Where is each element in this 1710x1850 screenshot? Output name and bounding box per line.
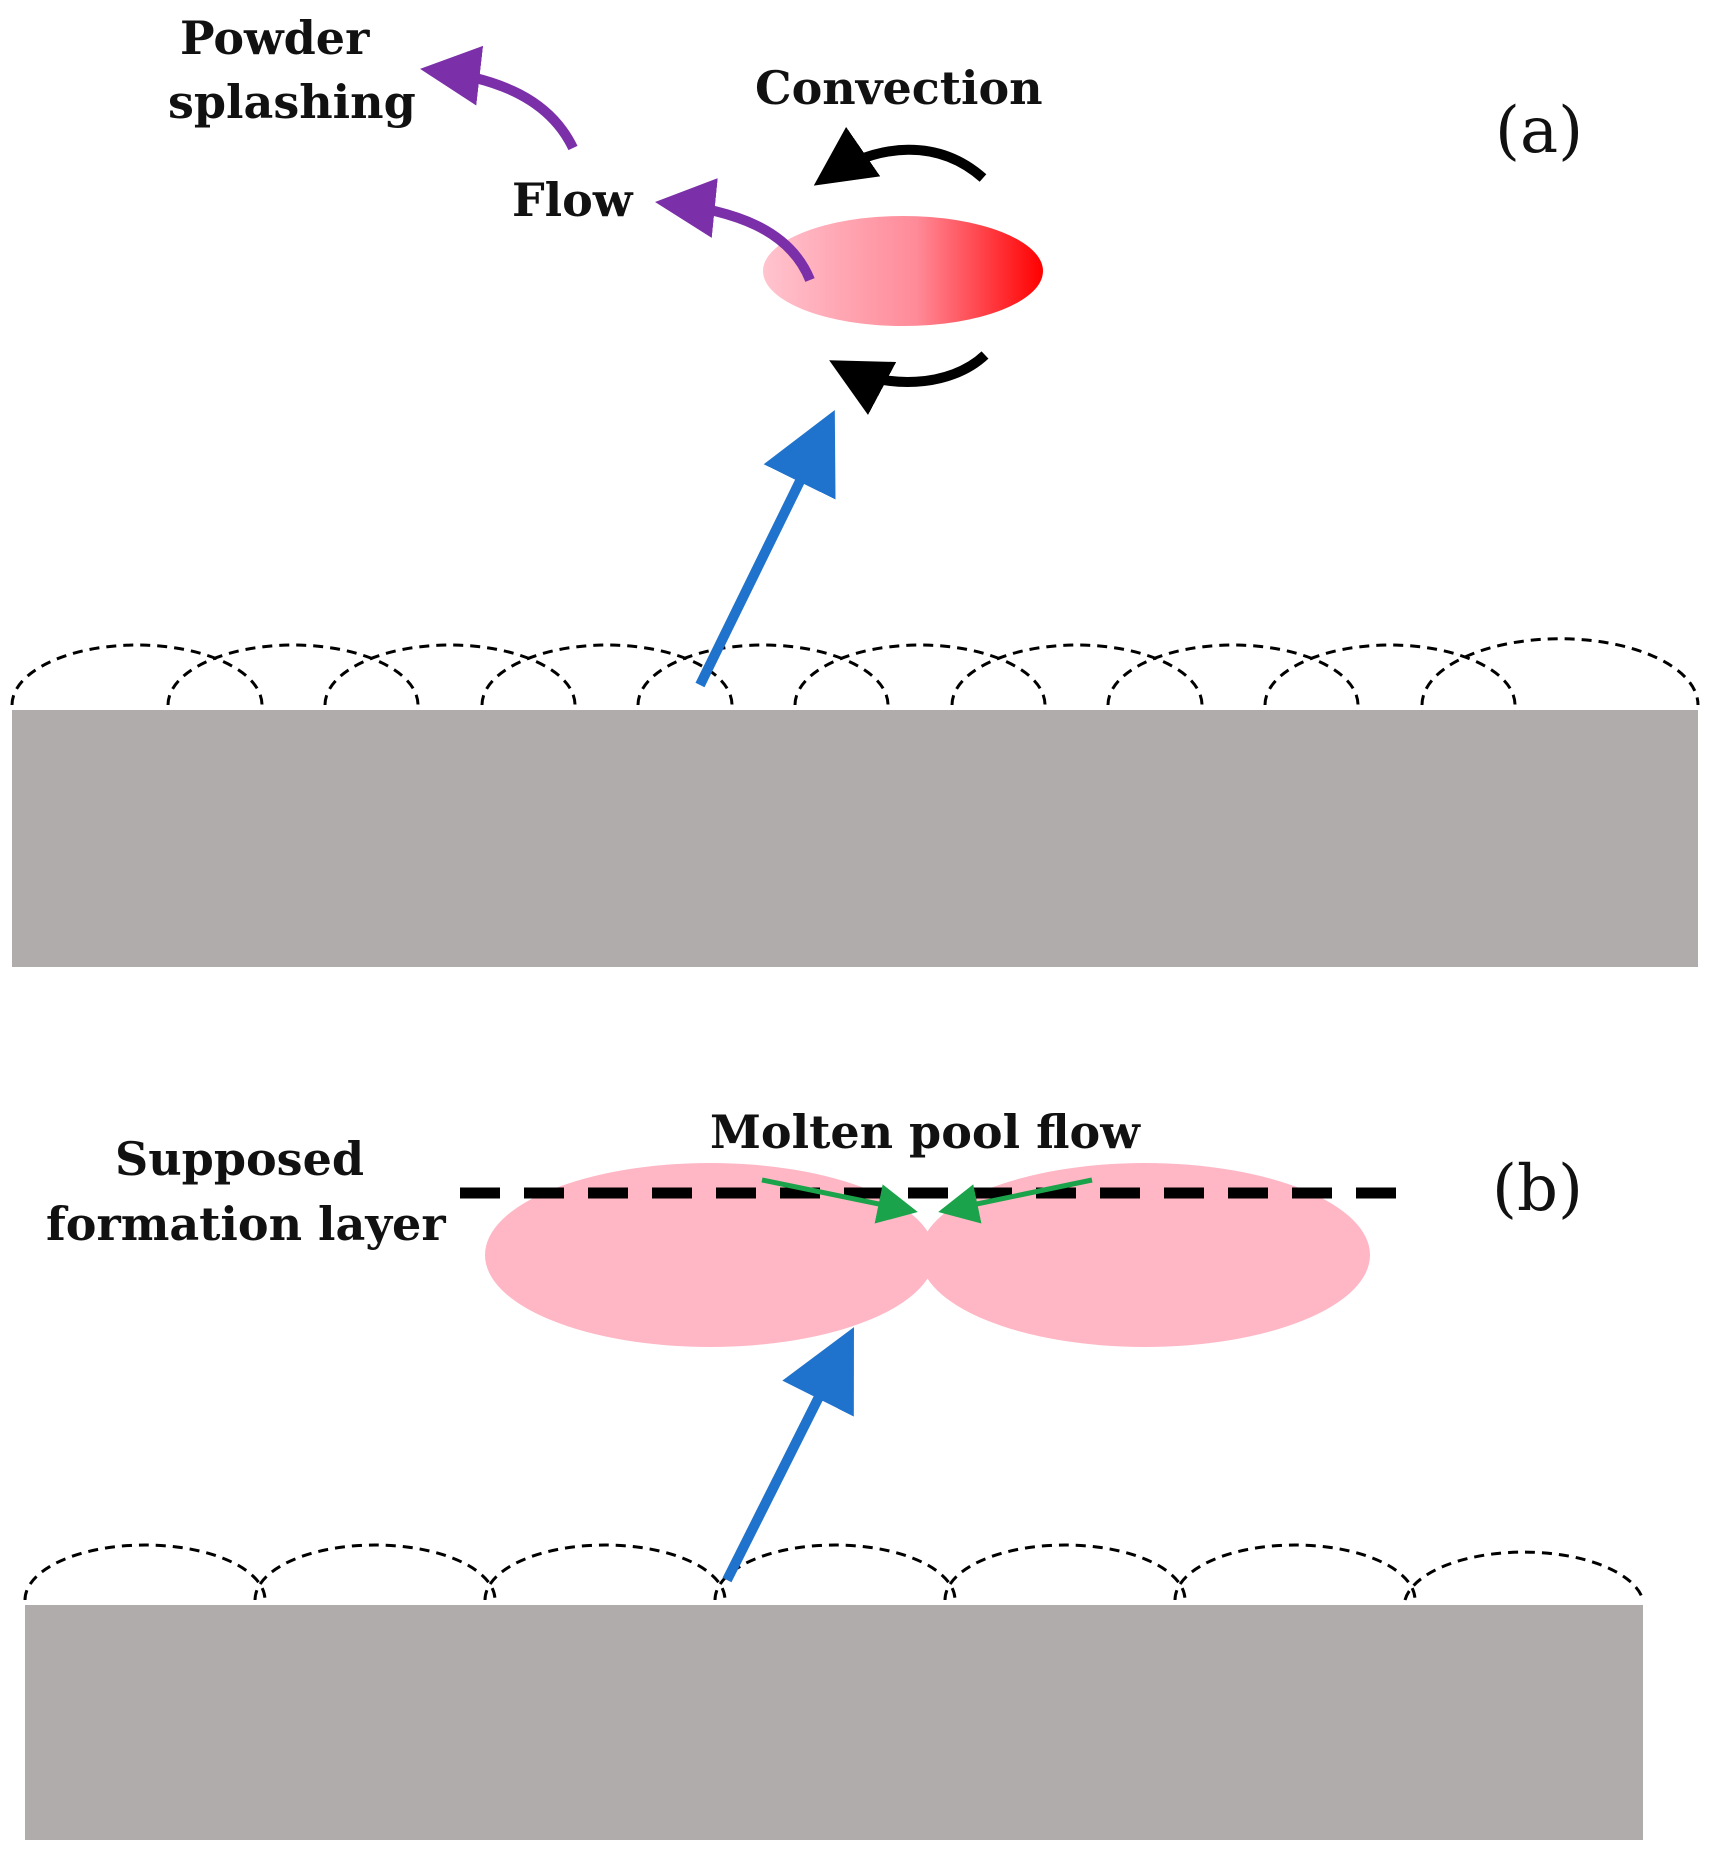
substrate-b	[25, 1605, 1643, 1840]
panel-b: (b) Molten pool flow Supposed formation …	[23, 1105, 1645, 1840]
molten-flow-arrow-right	[938, 1177, 1093, 1224]
panel-a: (a) Powder splashing Convection	[10, 11, 1700, 967]
powder-label-line1: Powder	[180, 11, 370, 65]
supposed-label-line1: Supposed	[115, 1132, 364, 1186]
molten-flow-arrow-left	[761, 1177, 918, 1224]
molten-pool-b-right	[920, 1163, 1370, 1347]
panel-b-label: (b)	[1492, 1152, 1583, 1226]
flow-arrow	[655, 178, 815, 282]
molten-pool-a	[763, 216, 1043, 326]
laser-arrow-a	[695, 410, 836, 688]
supposed-label-line2: formation layer	[46, 1197, 446, 1251]
substrate-a	[12, 710, 1698, 967]
convection-arrow-bottom	[829, 351, 989, 415]
convection-label: Convection	[755, 61, 1043, 115]
panel-a-label: (a)	[1495, 94, 1583, 168]
molten-pool-b-left	[485, 1163, 935, 1347]
powder-splashing-arrow	[420, 45, 578, 151]
powder-label-line2: splashing	[168, 75, 416, 129]
convection-arrow-top	[813, 126, 987, 186]
molten-pool-flow-label: Molten pool flow	[710, 1105, 1141, 1159]
flow-label: Flow	[512, 173, 634, 227]
powder-particles-a	[10, 637, 1700, 706]
laser-arrow-b	[722, 1327, 854, 1583]
powder-particles-b	[23, 1543, 1645, 1601]
